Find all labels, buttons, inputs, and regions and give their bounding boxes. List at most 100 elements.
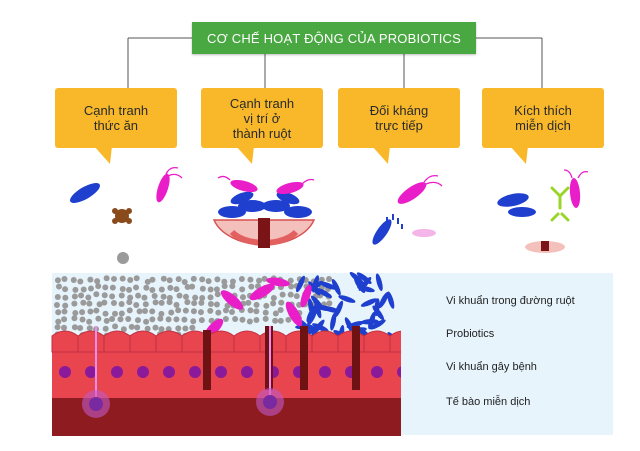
gut-bacteria-dot <box>175 307 182 314</box>
gut-bacteria-dot <box>112 310 119 317</box>
mechanism-bubble-3: Đối kháng trực tiếp <box>338 88 460 148</box>
gut-bacteria-dot <box>109 284 116 291</box>
gut-bacteria-dot <box>149 316 156 323</box>
gut-bacteria-dot <box>245 299 252 306</box>
submucosa-layer <box>52 398 401 436</box>
gut-bacteria-dot <box>182 307 189 314</box>
gut-bacteria-dot <box>102 284 109 291</box>
gut-bacteria-dot <box>144 325 151 332</box>
gut-bacteria-dot <box>189 283 196 290</box>
gut-bacteria-dot <box>80 299 87 306</box>
probiotic-rod <box>330 312 337 331</box>
gut-bacteria-dot <box>134 317 141 324</box>
gut-bacteria-dot <box>71 300 78 307</box>
gut-bacteria-dot <box>109 315 116 322</box>
gut-bacteria-dot <box>229 283 236 290</box>
cell-nucleus <box>85 366 97 378</box>
gut-bacteria-dot <box>62 286 69 293</box>
lysed-pathogen-icon <box>412 229 436 237</box>
gut-bacteria-dot <box>215 309 222 316</box>
gut-bacteria-dot <box>207 294 214 301</box>
probiotic-rod-icon <box>69 183 101 203</box>
villus <box>77 330 105 353</box>
cell-nucleus <box>163 366 175 378</box>
gut-bacteria-dot <box>71 293 78 300</box>
villus <box>285 330 313 353</box>
gut-bacteria-dot <box>326 275 333 282</box>
gut-bacteria-dot <box>213 286 220 293</box>
gut-bacteria-dot <box>72 309 79 316</box>
gut-bacteria-dot <box>198 299 205 306</box>
gut-bacteria-dot <box>133 284 140 291</box>
gut-bacteria-dot <box>214 276 221 283</box>
gut-bacteria-dot <box>126 307 133 314</box>
gut-bacteria-dot <box>55 318 62 325</box>
gut-bacteria-dot <box>85 294 92 301</box>
gut-bacteria-dot <box>95 283 102 290</box>
gut-bacteria-dot <box>190 275 197 282</box>
gut-bacteria-dot <box>190 318 197 325</box>
gut-bacteria-dot <box>71 324 78 331</box>
antimicrobial-secretion-icon <box>386 214 403 229</box>
epithelium-layer <box>52 350 401 400</box>
gut-bacteria-dot <box>78 292 85 299</box>
probiotic-rod <box>316 288 332 299</box>
mechanism-2-illustration <box>212 175 316 248</box>
gut-bacteria-dot <box>119 285 126 292</box>
probiotic-rod <box>319 281 337 290</box>
gut-bacteria-dot <box>184 284 191 291</box>
gut-bacteria-icon <box>117 252 129 264</box>
gut-bacteria-dot <box>205 278 212 285</box>
gut-bacteria-dot <box>61 316 68 323</box>
gut-bacteria-dot <box>87 308 94 315</box>
connector-lines <box>127 37 543 88</box>
gut-bacteria-dot <box>62 294 69 301</box>
probiotic-cluster-icon <box>218 191 312 218</box>
bubble-tails <box>94 146 528 164</box>
gut-bacteria-dot <box>70 277 77 284</box>
mechanism-label: Cạnh tranh thức ăn <box>83 103 149 133</box>
gut-bacteria-dot <box>61 275 68 282</box>
villus <box>155 330 183 353</box>
villus <box>129 330 157 353</box>
gut-bacteria-dot <box>61 324 68 331</box>
gut-bacteria-dot <box>247 276 254 283</box>
gut-bacteria-dot <box>272 310 279 317</box>
gut-bacteria-dot <box>152 324 159 331</box>
gut-bacteria-dot <box>272 317 279 324</box>
gut-bacteria-dot <box>110 275 117 282</box>
gut-bacteria-dot <box>246 318 253 325</box>
gut-bacteria-dot <box>173 301 180 308</box>
title-box: CƠ CHẾ HOẠT ĐỘNG CỦA PROBIOTICS <box>192 22 476 54</box>
gut-bacteria-dot <box>158 310 165 317</box>
pathogen-icon <box>397 174 443 204</box>
gut-bacteria-dot <box>87 276 94 283</box>
gut-bacteria-dot <box>54 324 61 331</box>
gut-bacteria-dot <box>95 315 102 322</box>
gut-bacteria-dot <box>119 275 126 282</box>
villus <box>363 330 391 353</box>
gut-bacteria-dot <box>112 323 119 330</box>
gut-bacteria-dot <box>207 286 214 293</box>
probiotic-rod <box>378 291 389 309</box>
cell-nucleus <box>111 366 123 378</box>
gut-bacteria-dot <box>141 294 148 301</box>
villus <box>207 330 235 353</box>
gut-bacteria-dot <box>54 293 61 300</box>
gut-bacteria-dot <box>72 286 79 293</box>
gut-bacteria-dot <box>103 317 110 324</box>
gut-bacteria-dot <box>261 275 268 282</box>
gut-bacteria-dot <box>181 316 188 323</box>
gut-bacteria-dot <box>213 301 220 308</box>
mechanism-4-illustration <box>497 169 589 253</box>
gut-bacteria-dot <box>55 309 62 316</box>
gut-bacteria-dot <box>102 310 109 317</box>
gut-bacteria-dot <box>127 294 134 301</box>
gut-bacteria-dot <box>165 316 172 323</box>
gut-bacteria-dot <box>152 299 159 306</box>
gut-bacteria-dot <box>182 325 189 332</box>
gut-bacteria-dot <box>62 302 69 309</box>
gut-bacteria-dot <box>79 316 86 323</box>
gut-bacteria-dot <box>71 315 78 322</box>
